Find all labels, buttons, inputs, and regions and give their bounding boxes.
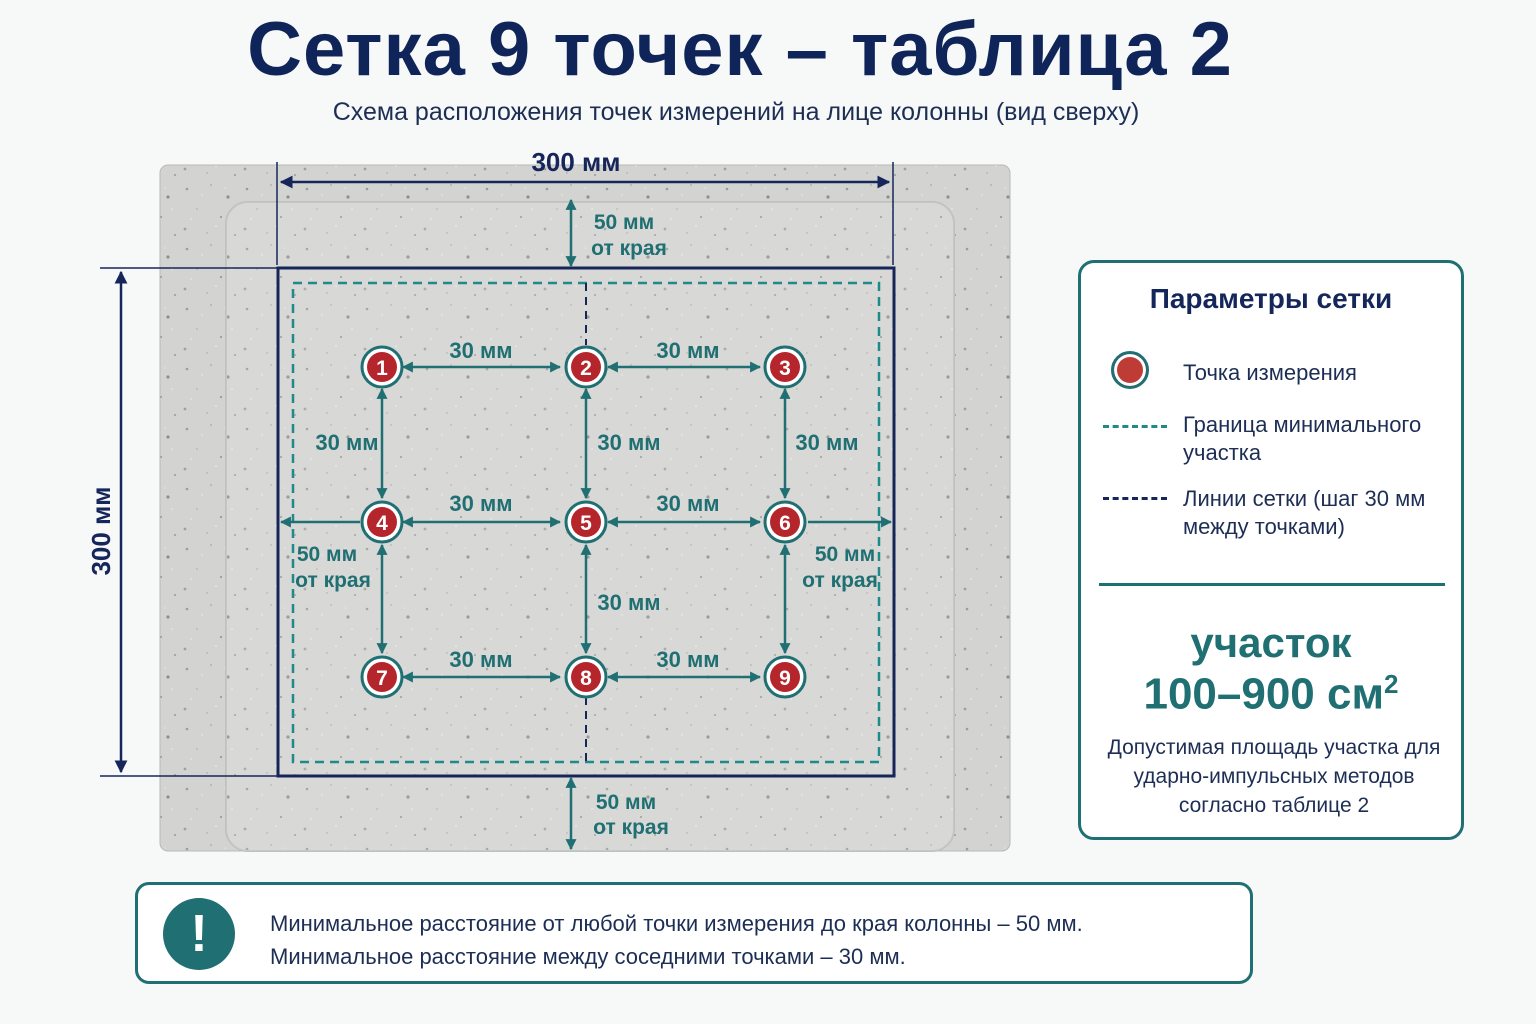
height-dimension-label: 300 мм — [86, 486, 116, 575]
spacing-label-5-6: 30 мм — [656, 491, 719, 516]
spacing-label-5-8: 30 мм — [597, 590, 660, 615]
edge-offset-left-line2: от края — [295, 569, 371, 592]
spacing-label-2-5: 30 мм — [597, 430, 660, 455]
measurement-point-7: 7 — [360, 655, 404, 699]
edge-offset-right-line2: от края — [802, 569, 878, 592]
point-number-1: 1 — [376, 357, 388, 380]
spacing-label-2-3: 30 мм — [656, 338, 719, 363]
legend-item-point: Точка измерения — [1101, 351, 1453, 389]
area-unit-superscript: 2 — [1384, 669, 1399, 699]
measurement-point-2: 2 — [564, 345, 608, 389]
page-subtitle: Схема расположения точек измерений на ли… — [332, 98, 1140, 126]
edge-offset-bottom-line2: от края — [593, 816, 669, 839]
exclamation-icon: ! — [163, 898, 235, 970]
measurement-point-1: 1 — [360, 345, 404, 389]
legend-item-label: Линии сетки (шаг 30 мм между точками) — [1183, 486, 1426, 539]
legend-divider — [1099, 583, 1445, 586]
point-number-6: 6 — [779, 512, 791, 535]
legend-item-label: Точка измерения — [1183, 360, 1357, 385]
measurement-point-5: 5 — [564, 500, 608, 544]
note-line-2: Минимальное расстояние между соседними т… — [270, 944, 906, 969]
edge-offset-labels: 50 мм от края 50 мм от края 50 мм от кра… — [295, 211, 878, 839]
measurement-point-6: 6 — [763, 500, 807, 544]
spacing-label-7-8: 30 мм — [449, 647, 512, 672]
point-number-8: 8 — [580, 667, 592, 690]
legend-item-grid-lines: Линии сетки (шаг 30 мм между точками) — [1101, 485, 1453, 541]
point-number-3: 3 — [779, 357, 791, 380]
spacing-label-1-2: 30 мм — [449, 338, 512, 363]
measurement-area-frame — [276, 266, 896, 778]
spacing-label-3-6: 30 мм — [795, 430, 858, 455]
measurement-point-3: 3 — [763, 345, 807, 389]
point-number-9: 9 — [779, 667, 791, 690]
grid-parameters-panel: Параметры сетки Точка измерения Граница … — [1078, 260, 1464, 840]
edge-offset-bottom-line1: 50 мм — [596, 791, 656, 814]
edge-offset-top-line2: от края — [591, 237, 667, 260]
edge-offset-right-line1: 50 мм — [815, 543, 875, 566]
spacing-label-4-5: 30 мм — [449, 491, 512, 516]
area-label: участок — [1190, 619, 1352, 666]
measurement-point-icon — [1111, 351, 1149, 389]
area-value-number: 100–900 см — [1143, 669, 1385, 719]
point-number-7: 7 — [376, 667, 388, 690]
page-title: Сетка 9 точек – таблица 2 — [247, 7, 1233, 92]
point-number-2: 2 — [580, 357, 592, 380]
note-box: ! Минимальное расстояние от любой точки … — [135, 882, 1253, 984]
note-text: Минимальное расстояние от любой точки из… — [270, 907, 1083, 973]
edge-offset-left-line1: 50 мм — [297, 543, 357, 566]
measurement-point-4: 4 — [360, 500, 404, 544]
spacing-label-8-9: 30 мм — [656, 647, 719, 672]
area-value: 100–900 см2 — [1081, 669, 1461, 720]
legend-title: Параметры сетки — [1149, 283, 1393, 314]
legend-item-label: Граница минимального участка — [1183, 412, 1422, 465]
navy-dashed-line-icon — [1103, 497, 1167, 500]
overall-dimensions — [100, 162, 894, 777]
point-number-4: 4 — [376, 512, 388, 535]
area-description: Допустимая площадь участка для ударно-им… — [1107, 736, 1441, 817]
measurement-point-9: 9 — [763, 655, 807, 699]
spacing-arrows — [279, 198, 893, 851]
point-number-5: 5 — [580, 512, 592, 535]
note-line-1: Минимальное расстояние от любой точки из… — [270, 911, 1083, 936]
teal-dashed-line-icon — [1103, 425, 1167, 428]
legend-item-boundary: Граница минимального участка — [1101, 411, 1453, 467]
width-dimension-label: 300 мм — [531, 147, 620, 177]
edge-offset-top-line1: 50 мм — [594, 211, 654, 234]
measurement-point-8: 8 — [564, 655, 608, 699]
spacing-label-1-4: 30 мм — [315, 430, 378, 455]
spacing-labels: 30 мм 30 мм 30 мм 30 мм 30 мм 30 мм 30 м… — [315, 338, 858, 672]
